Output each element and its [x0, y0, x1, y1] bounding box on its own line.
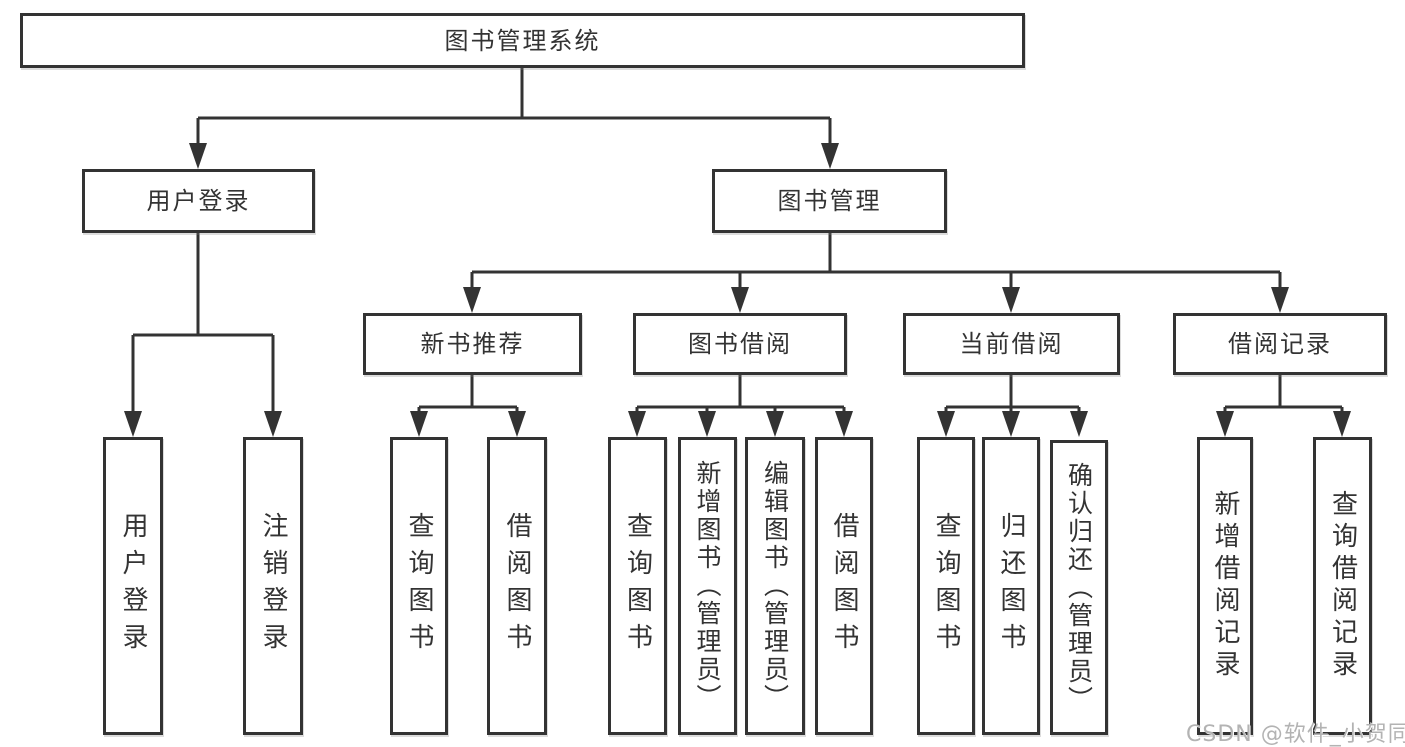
node-new-book-recommend: 新书推荐: [363, 313, 582, 375]
leaf-return-book: 归还图书: [982, 437, 1040, 735]
leaf-confirm-return-admin: 确认归还（管理员）: [1050, 440, 1108, 735]
leaf-logout: 注销登录: [243, 437, 303, 735]
leaf-borrow-book: 借阅图书: [815, 437, 873, 735]
leaf-borrow-book-recommend: 借阅图书: [487, 437, 547, 735]
leaf-query-book-borrow: 查询图书: [608, 437, 667, 735]
node-user-login-branch: 用户登录: [82, 169, 315, 233]
leaf-user-login: 用户登录: [103, 437, 163, 735]
leaf-edit-book-admin: 编辑图书（管理员）: [745, 437, 805, 735]
node-book-management: 图书管理: [712, 169, 947, 233]
leaf-add-book-admin: 新增图书（管理员）: [678, 437, 737, 735]
leaf-query-book-current: 查询图书: [917, 437, 975, 735]
csdn-watermark: CSDN @软件_小贺同学: [1186, 722, 1405, 747]
leaf-add-borrow-record: 新增借阅记录: [1197, 437, 1253, 735]
node-root: 图书管理系统: [20, 13, 1025, 68]
node-book-borrow: 图书借阅: [633, 313, 847, 375]
leaf-query-borrow-record: 查询借阅记录: [1313, 437, 1372, 735]
leaf-query-book-recommend: 查询图书: [390, 437, 448, 735]
node-borrow-records: 借阅记录: [1173, 313, 1387, 375]
arrowhead-icons: [124, 143, 1351, 437]
node-current-borrow: 当前借阅: [903, 313, 1120, 375]
